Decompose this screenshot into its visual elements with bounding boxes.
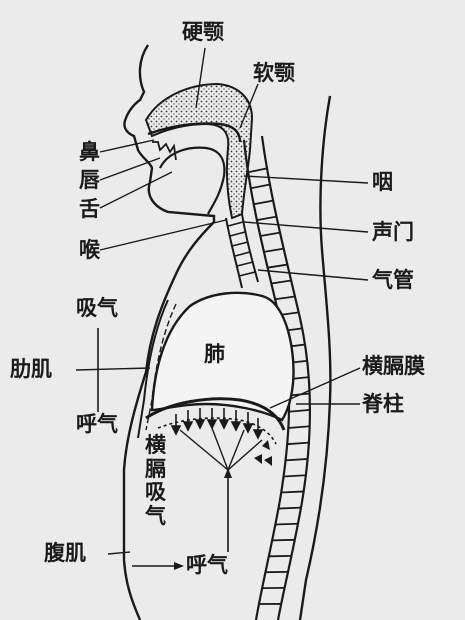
label-trachea: 气管 (372, 270, 414, 291)
label-lips: 唇 (79, 170, 100, 191)
vertebra-line (281, 491, 303, 492)
vertebra-line (264, 249, 284, 252)
teeth (152, 142, 176, 160)
label-diaphragm-inhale-char-1: 横 (145, 433, 166, 457)
label-spine: 脊柱 (362, 394, 404, 415)
trachea-back-wall (242, 214, 258, 282)
label-diaphragm-inhale: 横 膈 吸 气 (145, 434, 167, 528)
label-inhale: 吸气 (76, 298, 118, 319)
label-larynx: 喉 (79, 240, 100, 261)
label-abdominal-muscle: 腹肌 (44, 543, 86, 564)
trachea-front-wall (226, 218, 242, 288)
label-hard-palate: 硬颚 (182, 22, 224, 43)
label-pharynx: 咽 (372, 172, 393, 193)
label-tongue: 舌 (79, 199, 100, 220)
label-soft-palate: 软颚 (253, 63, 295, 84)
diaphragm-arrows (172, 408, 262, 438)
label-diaphragm: 横膈膜 (362, 356, 425, 377)
label-rib-muscle: 肋肌 (10, 359, 52, 380)
vertebra-line (278, 508, 301, 509)
label-exhale: 呼气 (76, 414, 118, 435)
label-diaphragm-inhale-char-3: 吸 (145, 480, 166, 504)
vertebra-line (251, 185, 270, 189)
vertebra-line (268, 265, 288, 268)
vertebra-line (260, 233, 280, 236)
vertebra-line (271, 281, 291, 284)
label-nose: 鼻 (79, 142, 100, 163)
label-diaphragm-inhale-char-4: 气 (145, 504, 166, 528)
vertebra-line (254, 201, 273, 205)
label-diaphragm-inhale-char-2: 膈 (145, 457, 166, 481)
vertebra-line (284, 475, 306, 476)
vertebra-line (287, 443, 309, 445)
tongue-shape (160, 148, 224, 214)
body-outline-back (300, 96, 330, 620)
label-lung: 肺 (204, 344, 225, 365)
vertebra-line (286, 459, 308, 460)
vertebra-line (288, 426, 309, 428)
label-glottis: 声门 (372, 222, 414, 243)
abdominal-arrow-head (174, 562, 184, 570)
vertebra-line (257, 217, 277, 221)
vertebra-line (275, 524, 298, 525)
exhale-up-arrow (224, 468, 232, 478)
nasal-cavity (146, 84, 252, 218)
diaphragm-convergence (180, 428, 262, 470)
vertebra-line (248, 168, 267, 172)
label-exhale-bottom: 呼气 (186, 555, 228, 576)
vertebra-line (272, 540, 295, 541)
vertebra-line (275, 296, 295, 299)
vertebra-line (289, 410, 310, 412)
